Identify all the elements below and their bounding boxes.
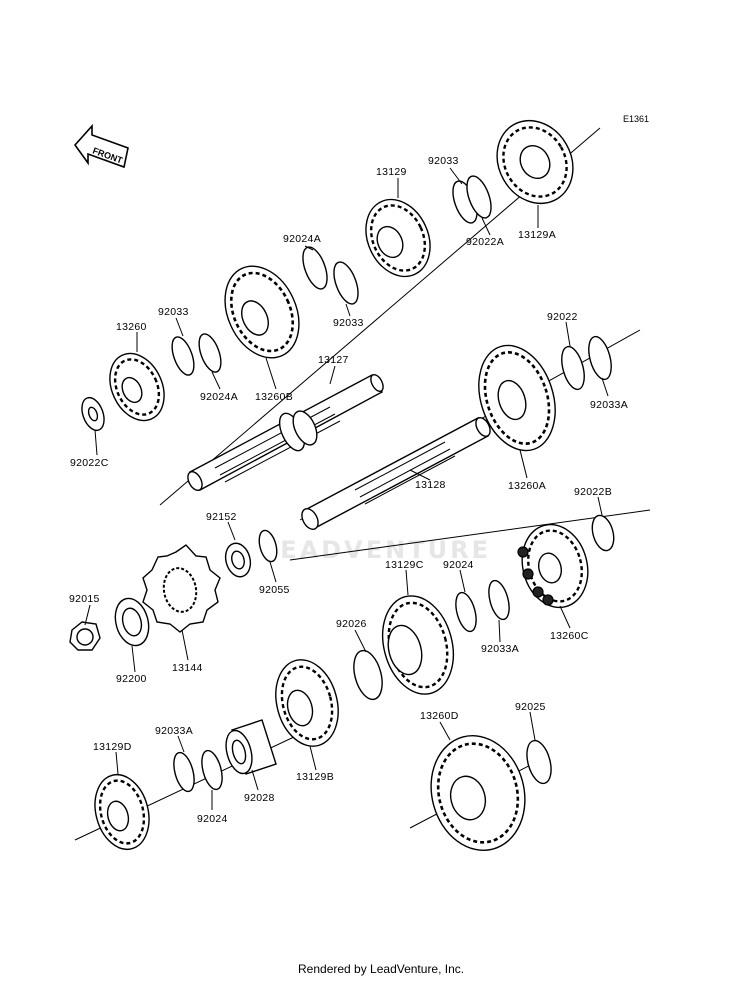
gear-13260 [109, 352, 165, 422]
label-92024A-left[interactable]: 92024A [200, 391, 238, 403]
circlip-92033A-bottom [173, 751, 195, 793]
washer-92026 [353, 649, 383, 701]
circlip-92033A-mid [488, 579, 510, 621]
sprocket-13144 [142, 544, 221, 633]
label-13129C[interactable]: 13129C [385, 559, 424, 571]
washer-92022A [466, 175, 492, 219]
washer-92025 [526, 739, 552, 785]
gear-13260A [478, 344, 556, 452]
gear-13129 [365, 198, 431, 278]
label-13128[interactable]: 13128 [415, 479, 446, 491]
washer-92024-mid [455, 591, 477, 633]
label-92024-bottom[interactable]: 92024 [197, 813, 228, 825]
circlip-92033A-right [588, 335, 612, 381]
diagram-code: E1361 [623, 114, 649, 124]
label-13260B[interactable]: 13260B [255, 391, 293, 403]
gear-13129D [94, 773, 150, 851]
label-13144[interactable]: 13144 [172, 662, 203, 674]
shaft-13127 [187, 374, 384, 491]
label-92022[interactable]: 92022 [547, 311, 578, 323]
label-92024A-top[interactable]: 92024A [283, 233, 321, 245]
gear-13260B [224, 265, 300, 359]
label-13260[interactable]: 13260 [116, 321, 147, 333]
label-92033A-bottom[interactable]: 92033A [155, 725, 193, 737]
label-92055[interactable]: 92055 [259, 584, 290, 596]
middle-axis-line [289, 509, 651, 561]
washer-92200 [114, 597, 150, 647]
washer-92024-bottom [201, 749, 223, 791]
leader-lines [84, 167, 609, 810]
label-92200[interactable]: 92200 [116, 673, 147, 685]
watermark-text: LEADVENTURE [262, 536, 491, 564]
label-92033A-right[interactable]: 92033A [590, 399, 628, 411]
label-92024-mid[interactable]: 92024 [443, 559, 474, 571]
washer-92022 [561, 345, 585, 391]
washer-92024A-left [198, 333, 222, 373]
gear-13129B [275, 659, 339, 747]
gear-13260D [430, 735, 526, 851]
label-13129B[interactable]: 13129B [296, 771, 334, 783]
label-92033-top[interactable]: 92033 [428, 155, 459, 167]
collar-92152 [224, 542, 252, 578]
label-92025[interactable]: 92025 [515, 701, 546, 713]
washer-92024A-top [302, 246, 328, 290]
label-92022A[interactable]: 92022A [466, 236, 504, 248]
label-92028[interactable]: 92028 [244, 792, 275, 804]
label-13129A[interactable]: 13129A [518, 229, 556, 241]
label-13127[interactable]: 13127 [318, 354, 349, 366]
label-13129[interactable]: 13129 [376, 166, 407, 178]
circlip-92033-mid [333, 261, 359, 305]
label-92015[interactable]: 92015 [69, 593, 100, 605]
footer-credit: Rendered by LeadVenture, Inc. [298, 962, 464, 976]
label-13260C[interactable]: 13260C [550, 630, 589, 642]
gear-13129C [382, 595, 454, 695]
label-92033A-mid[interactable]: 92033A [481, 643, 519, 655]
label-92152[interactable]: 92152 [206, 511, 237, 523]
nut-92015 [69, 621, 101, 651]
label-92033-left[interactable]: 92033 [158, 306, 189, 318]
washer-92022B [591, 514, 615, 552]
gear-13129A [496, 119, 574, 205]
label-13260D[interactable]: 13260D [420, 710, 459, 722]
label-92022C[interactable]: 92022C [70, 457, 109, 469]
front-arrow-icon: FRONT [73, 123, 129, 169]
gear-13260C [517, 523, 589, 609]
circlip-92033-left [171, 336, 195, 376]
label-13260A[interactable]: 13260A [508, 480, 546, 492]
oring-92055 [258, 529, 278, 563]
bushing-92028 [225, 719, 277, 775]
label-92026[interactable]: 92026 [336, 618, 367, 630]
part-labels: 92033 13129 92022A 13129A 92024A 92033 9… [69, 155, 628, 825]
shaft-13128 [301, 417, 491, 530]
label-92022B[interactable]: 92022B [574, 486, 612, 498]
label-13129D[interactable]: 13129D [93, 741, 132, 753]
label-92033-mid[interactable]: 92033 [333, 317, 364, 329]
